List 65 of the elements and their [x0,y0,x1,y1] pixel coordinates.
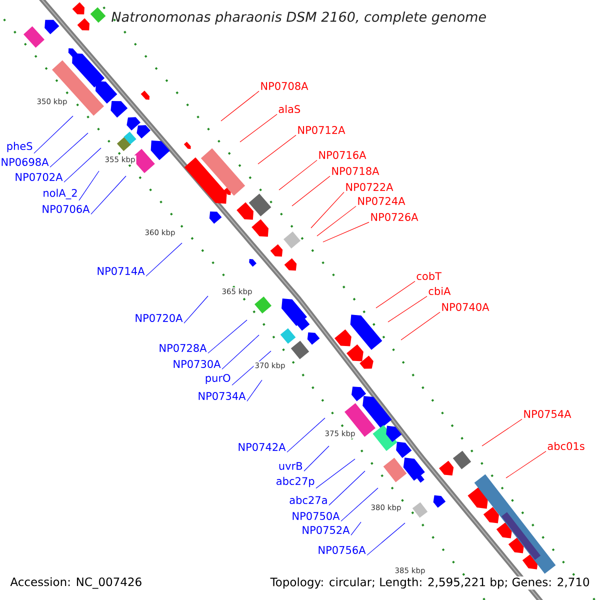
leader-line [146,242,182,276]
gene-label: NP0714A [98,267,145,275]
gene-label: uvrB [279,462,302,470]
leader-line [278,160,318,190]
gene-label: NP0716A [319,151,366,159]
gene-label: NP0698A [2,158,49,166]
gene-label: alaS [278,104,300,114]
gene-label: NP0724A [358,197,406,205]
leader-line [366,522,406,556]
gene-label: NP0712A [298,126,346,134]
leader-line [340,488,378,522]
gene-label: NP0726A [371,213,418,221]
gene-label: abc27a [290,496,327,504]
gene-label: NP0754A [524,410,572,418]
leader-line [388,296,428,322]
leader-line [292,176,330,206]
gene-label: NP0728A [160,344,207,352]
leader-line [240,114,278,142]
leader-line [222,334,260,370]
footer-text: Topology: circular; Length: 2,595,221 bp; Genes: 2,710 [269,576,591,590]
leader-line [220,90,260,122]
leader-line [78,170,100,201]
gene-label: abc01s [548,442,584,450]
leader-line [50,132,88,168]
leader-line [316,458,356,489]
leader-line [482,418,522,446]
leader-line [208,320,248,354]
gene-label: NP0756A [318,546,366,554]
leader-line [90,176,126,214]
gene-label: NP0702A [16,173,63,181]
leader-line [286,418,326,452]
leader-line [184,296,208,324]
leader-line [258,134,296,164]
leader-line [310,192,344,228]
gene-label: NP0730A [174,360,221,368]
gene-label: NP0750A [292,512,340,520]
gene-label: NP0708A [261,82,308,90]
gene-label: purO [206,374,230,384]
gene-label: nolA_2 [44,188,77,200]
leader-line [350,522,362,536]
leader-line [304,446,330,472]
gene-label: cobT [416,272,442,280]
leader-line [64,148,102,182]
leader-line [322,222,370,242]
leader-line [400,312,440,340]
leader-line [376,280,416,308]
gene-label: NP0740A [442,303,490,311]
gene-label: NP0742A [238,443,286,451]
leader-line [328,470,366,506]
gene-label: NP0734A [198,392,246,400]
title: Natronomonas pharaonis DSM 2160, complete genome [112,11,486,25]
gene-label: abc27p [276,476,314,488]
leader-line [316,206,356,236]
leader-line [506,450,546,478]
gene-label: NP0752A [302,526,350,534]
leader-line [232,350,272,386]
footer-text: Accession: NC_007426 [9,576,144,590]
leader-line [34,116,74,154]
gene-label: NP0706A [42,205,90,213]
gene-label: cbiA [428,286,451,296]
gene-label: NP0722A [346,183,394,191]
gene-label: NP0720A [136,314,183,322]
gene-label: NP0718A [332,167,380,175]
leader-line [246,380,262,402]
gene-label: pheS [7,142,32,152]
